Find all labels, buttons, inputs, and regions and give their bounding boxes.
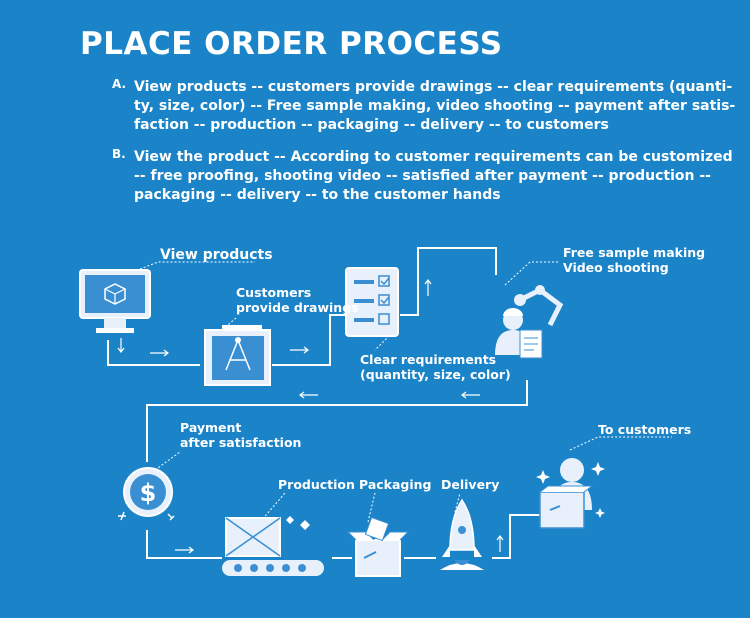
arrow-right-2 xyxy=(290,346,309,354)
method-b-letter: B. xyxy=(112,147,126,161)
leader-payment xyxy=(154,451,181,471)
leader-free-sample xyxy=(504,261,560,286)
method-a-text: View products -- customers provide drawi… xyxy=(134,78,736,135)
dollar-symbol: $ xyxy=(140,479,157,507)
page-title: PLACE ORDER PROCESS xyxy=(80,26,503,62)
label-view-products: View products xyxy=(160,247,273,263)
conveyor-icon xyxy=(222,516,324,576)
label-free-sample-line-2: Video shooting xyxy=(563,260,669,275)
checklist-icon xyxy=(345,267,399,337)
arrow-up-2 xyxy=(496,535,504,552)
flow-line-row1b xyxy=(272,314,346,366)
customer-with-box-icon xyxy=(536,458,605,529)
method-b-text: View the product -- According to custome… xyxy=(134,148,733,205)
label-payment-line-2: after satisfaction xyxy=(180,435,302,450)
label-clear-requirements: Clear requirements (quantity, size, colo… xyxy=(360,352,511,382)
arrow-up-1 xyxy=(424,279,432,296)
engineer-icon xyxy=(495,285,564,359)
label-customers: Customers provide drawings xyxy=(236,285,359,315)
label-customers-line-1: Customers xyxy=(236,285,312,300)
arrow-right-1 xyxy=(150,349,169,357)
label-packaging: Packaging xyxy=(359,477,432,492)
method-a-letter: A. xyxy=(112,77,127,91)
flow-line-row2 xyxy=(146,530,222,559)
flow-line-row1 xyxy=(107,340,200,366)
arrow-right-3 xyxy=(175,546,194,554)
open-box-icon xyxy=(346,516,410,577)
monitor-icon xyxy=(79,269,151,333)
arrow-left-2 xyxy=(461,391,480,399)
method-a-line-1: View products -- customers provide drawi… xyxy=(134,79,733,95)
flow-line-return xyxy=(146,380,528,462)
method-a-line-2: ty, size, color) -- Free sample making, … xyxy=(134,98,736,114)
rocket-icon xyxy=(440,498,484,570)
dollar-coin-icon: $ xyxy=(118,467,175,521)
flow-line-row2d xyxy=(492,514,540,559)
leader-view-products xyxy=(124,261,255,276)
arrow-left-1 xyxy=(299,391,318,399)
label-free-sample: Free sample making Video shooting xyxy=(563,245,705,275)
leader-packaging xyxy=(367,492,376,523)
flow-line-row1c xyxy=(400,247,497,316)
leader-delivery xyxy=(454,492,461,513)
label-clear-req-line-2: (quantity, size, color) xyxy=(360,367,511,382)
label-delivery: Delivery xyxy=(441,477,500,492)
label-payment-line-1: Payment xyxy=(180,420,242,435)
method-b-line-1: View the product -- According to custome… xyxy=(134,149,733,165)
label-free-sample-line-1: Free sample making xyxy=(563,245,706,260)
method-a-line-3: faction -- production -- packaging -- de… xyxy=(134,117,609,133)
leader-customers xyxy=(221,317,237,331)
blueprint-icon xyxy=(204,325,271,386)
method-b-line-3: packaging -- delivery -- to the customer… xyxy=(134,187,501,203)
label-to-customers: To customers xyxy=(598,422,692,437)
label-production: Production xyxy=(278,477,355,492)
method-b-line-2: -- free proofing, shooting video -- sati… xyxy=(134,168,711,184)
label-payment: Payment after satisfaction xyxy=(180,420,301,450)
label-clear-req-line-1: Clear requirements xyxy=(360,352,497,367)
label-customers-line-2: provide drawings xyxy=(236,300,359,315)
sparkle-icon xyxy=(536,462,605,518)
leader-customers-end xyxy=(569,436,672,451)
arrow-down-1 xyxy=(117,338,125,353)
